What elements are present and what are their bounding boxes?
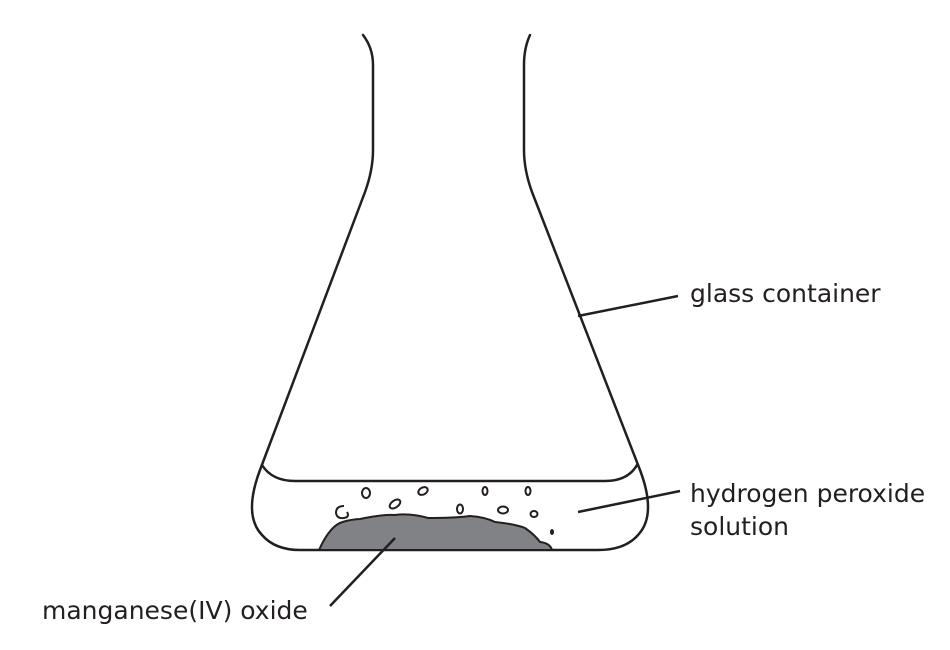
solution-leader: [577, 489, 681, 514]
solution-label-line1: hydrogen peroxide: [690, 479, 926, 508]
solid-leader: [329, 537, 396, 607]
bubble: [497, 505, 509, 515]
bubble: [456, 503, 464, 515]
liquid-surface: [260, 463, 639, 483]
solution-label-line2: solution: [690, 512, 789, 541]
label-leaders: [329, 294, 681, 607]
bubble: [529, 510, 539, 518]
manganese-oxide-solid: [317, 513, 554, 551]
flask-outline: [250, 33, 650, 552]
manganese-oxide-label: manganese(IV) oxide: [42, 596, 308, 625]
bubble: [388, 498, 402, 510]
bubble: [481, 486, 489, 496]
bubble: [550, 529, 554, 535]
bubble: [361, 487, 371, 499]
bubble: [524, 486, 532, 496]
gas-bubbles: [334, 486, 539, 520]
bubble: [417, 486, 429, 496]
glass-container-label: glass container: [690, 279, 881, 308]
bubble: [334, 505, 349, 520]
glass-container-leader: [577, 294, 679, 318]
